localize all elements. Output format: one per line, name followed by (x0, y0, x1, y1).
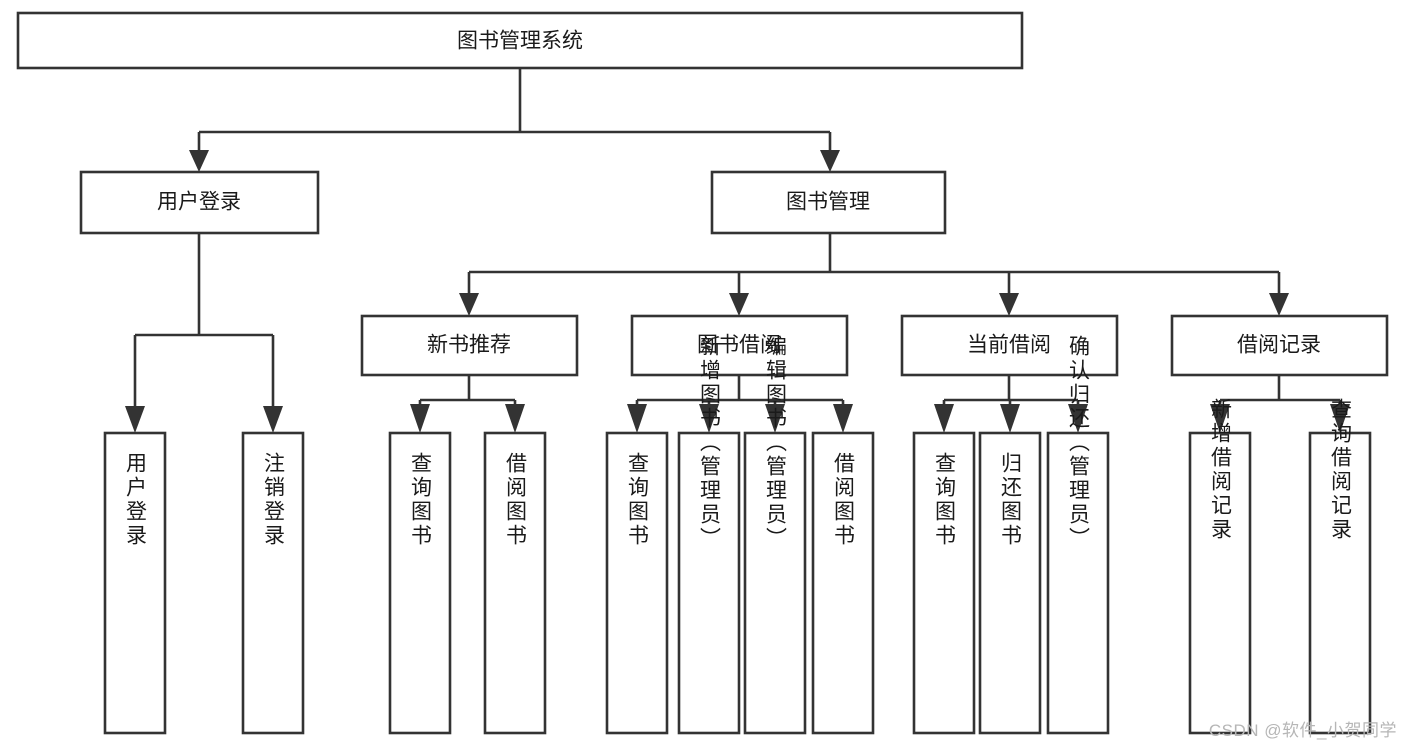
leaf-label-8: 借阅图书 (832, 452, 856, 548)
arrow-head-leaf-11 (1068, 404, 1088, 433)
leaf-label-2: 注销登录 (262, 452, 286, 548)
leaf-box-4[interactable] (483, 431, 547, 735)
leaf-node[interactable]: 新增图书（管理员） (677, 335, 741, 735)
leaf-node[interactable]: 查询图书 (388, 431, 452, 735)
arrow-head-leaf-10 (1000, 404, 1020, 433)
arrow-head-leaf-8 (833, 404, 853, 433)
arrow-head-to-new-book-rec (459, 293, 479, 316)
leaf-box-3[interactable] (388, 431, 452, 735)
leaf-box-10[interactable] (978, 431, 1042, 735)
node-current-borrow-label: 当前借阅 (967, 334, 1051, 357)
leaf-node[interactable]: 用户登录 (103, 431, 167, 735)
leaf-node[interactable]: 新增借阅记录 (1188, 398, 1252, 735)
leaf-box-2[interactable] (241, 431, 305, 735)
node-user-login[interactable]: 用户登录 (79, 170, 320, 235)
leaf-node[interactable]: 确认归还（管理员） (1046, 335, 1110, 735)
leaf-node[interactable]: 编辑图书（管理员） (743, 335, 807, 735)
arrow-head-to-book-borrow (729, 293, 749, 316)
arrow-head-leaf-9 (934, 404, 954, 433)
leaf-node[interactable]: 查询借阅记录 (1308, 398, 1372, 735)
arrow-head-leaf-4 (505, 404, 525, 433)
leaf-label-4: 借阅图书 (504, 452, 528, 548)
leaf-label-5: 查询图书 (626, 452, 650, 548)
leaf-box-7[interactable] (743, 431, 807, 735)
node-new-book-recommend[interactable]: 新书推荐 (360, 314, 579, 377)
leaf-box-5[interactable] (605, 431, 669, 735)
leaf-node[interactable]: 借阅图书 (811, 431, 875, 735)
leaf-box-1[interactable] (103, 431, 167, 735)
arrow-head-to-book-mgmt (820, 150, 840, 172)
node-user-login-label: 用户登录 (157, 191, 241, 214)
node-borrow-record[interactable]: 借阅记录 (1170, 314, 1389, 377)
leaf-label-6: 新增图书（管理员） (698, 335, 722, 551)
arrow-head-leaf-13 (1330, 404, 1350, 433)
leaf-label-13: 查询借阅记录 (1329, 398, 1353, 542)
node-borrow-record-box[interactable] (1170, 314, 1389, 377)
leaf-label-1: 用户登录 (124, 452, 148, 548)
leaf-label-9: 查询图书 (933, 452, 957, 548)
leaf-node[interactable]: 借阅图书 (483, 431, 547, 735)
arrow-head-leaf-2 (263, 406, 283, 433)
node-book-borrow-box[interactable] (630, 314, 849, 377)
node-new-book-recommend-label: 新书推荐 (427, 334, 511, 357)
node-book-borrow[interactable]: 图书借阅 (630, 314, 849, 377)
leaf-node[interactable]: 查询图书 (605, 431, 669, 735)
leaf-label-12: 新增借阅记录 (1209, 398, 1233, 542)
node-borrow-record-label: 借阅记录 (1237, 334, 1321, 357)
leaf-node[interactable]: 查询图书 (912, 431, 976, 735)
arrow-head-leaf-3 (410, 404, 430, 433)
csdn-watermark: CSDN @软件_小贺同学 (1208, 721, 1397, 740)
leaf-node[interactable]: 注销登录 (241, 431, 305, 735)
leaf-label-10: 归还图书 (999, 452, 1023, 548)
connector-layer (125, 68, 1350, 433)
leaf-label-3: 查询图书 (409, 452, 433, 548)
node-root-box[interactable] (16, 11, 1024, 70)
arrow-head-leaf-6 (699, 404, 719, 433)
arrow-head-leaf-1 (125, 406, 145, 433)
node-root-label: 图书管理系统 (457, 30, 583, 53)
arrow-head-leaf-5 (627, 404, 647, 433)
leaf-box-8[interactable] (811, 431, 875, 735)
leaf-label-11: 确认归还（管理员） (1067, 335, 1091, 551)
arrow-head-to-borrow-record (1269, 293, 1289, 316)
node-new-book-recommend-box[interactable] (360, 314, 579, 377)
node-current-borrow-box[interactable] (900, 314, 1119, 377)
node-book-borrow-label: 图书借阅 (697, 334, 781, 357)
node-book-management-label: 图书管理 (786, 191, 870, 214)
leaf-box-9[interactable] (912, 431, 976, 735)
node-book-management-box[interactable] (710, 170, 947, 235)
arrow-head-leaf-7 (765, 404, 785, 433)
node-root[interactable]: 图书管理系统 (16, 11, 1024, 70)
leaf-box-6[interactable] (677, 431, 741, 735)
arrow-head-to-user-login (189, 150, 209, 172)
leaf-box-13[interactable] (1308, 431, 1372, 735)
leaf-box-11[interactable] (1046, 431, 1110, 735)
node-user-login-box[interactable] (79, 170, 320, 235)
node-current-borrow[interactable]: 当前借阅 (900, 314, 1119, 377)
leaf-box-12[interactable] (1188, 431, 1252, 735)
leaf-node[interactable]: 归还图书 (978, 431, 1042, 735)
arrow-head-leaf-12 (1210, 404, 1230, 433)
node-book-management[interactable]: 图书管理 (710, 170, 947, 235)
arrow-head-to-current-borrow (999, 293, 1019, 316)
leaf-label-7: 编辑图书（管理员） (764, 335, 788, 551)
